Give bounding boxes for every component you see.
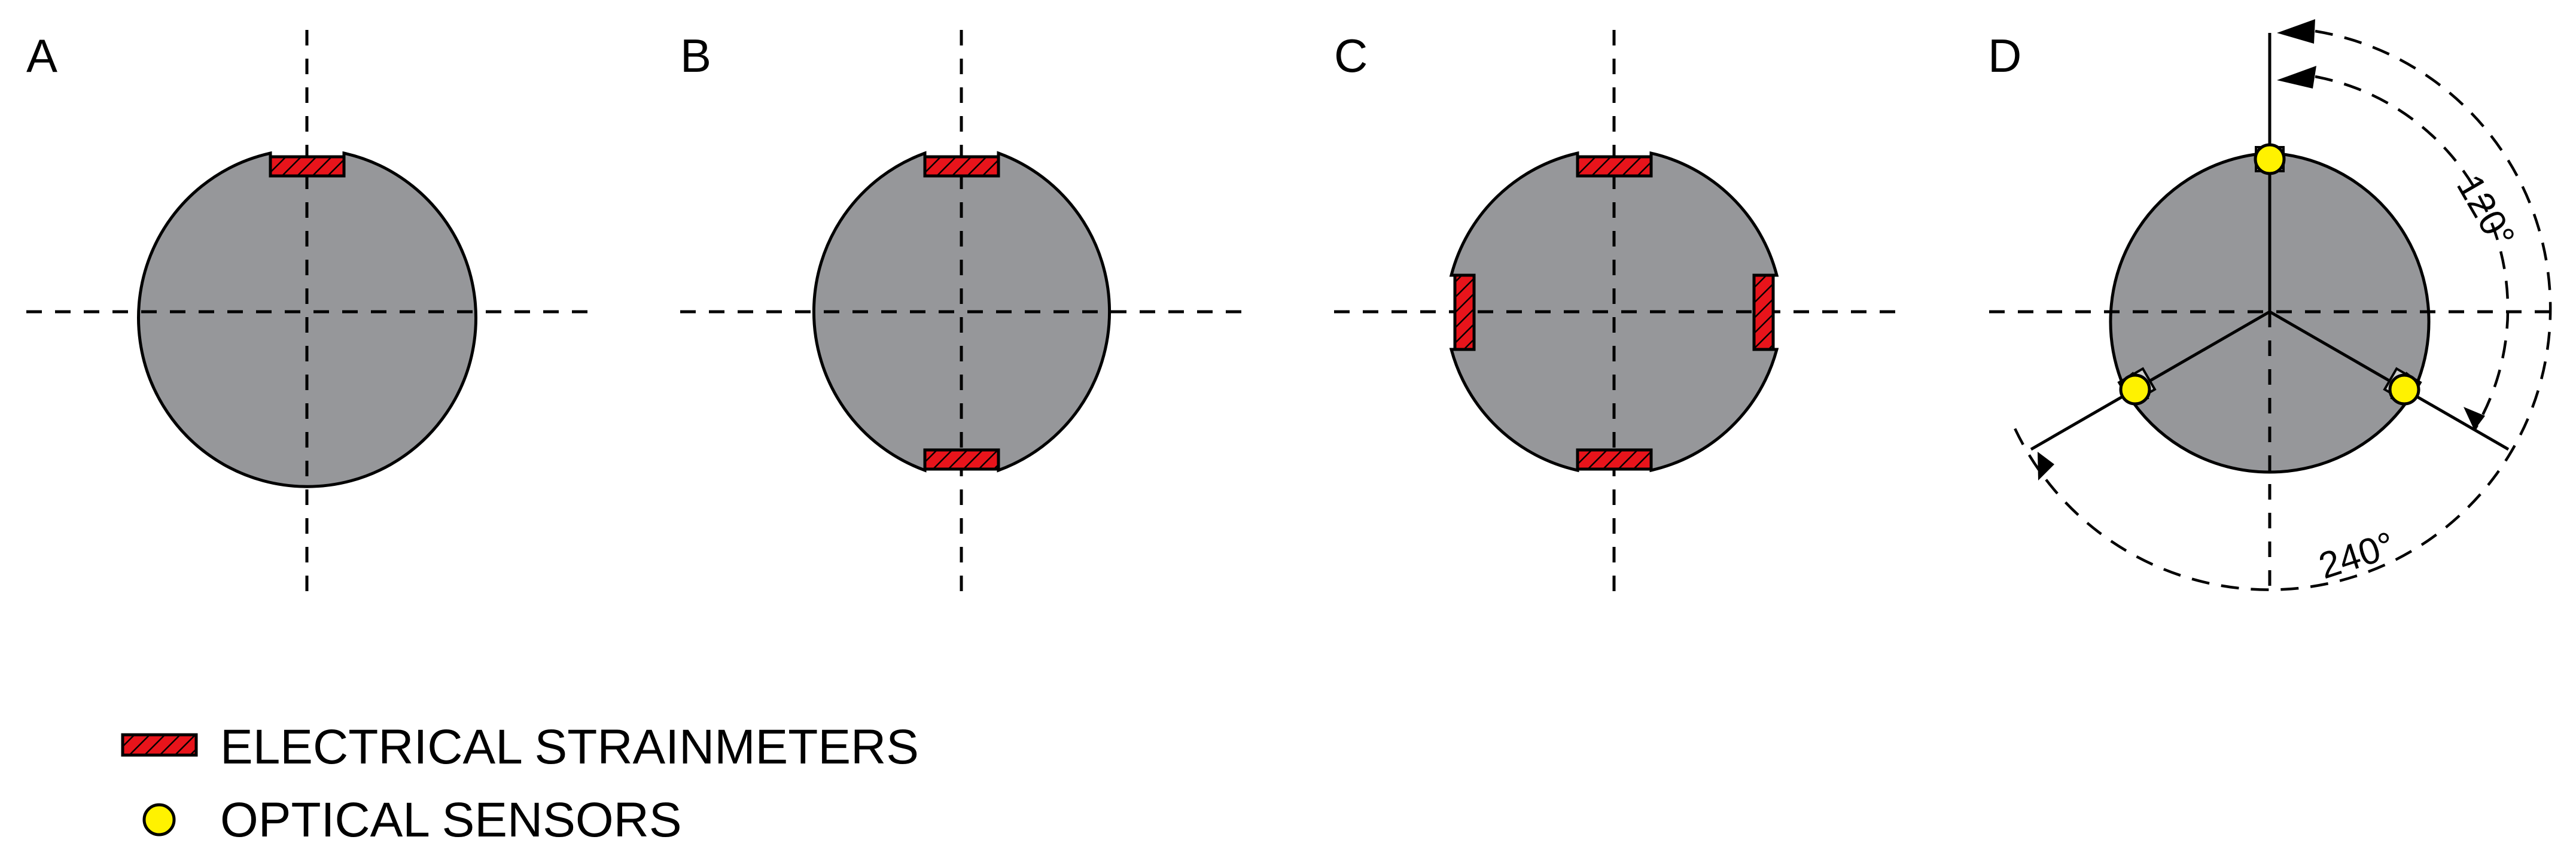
panel-d: D 120° 240° <box>1988 19 2552 592</box>
strainmeter-icon <box>269 155 346 178</box>
panel-label-d: D <box>1988 29 2021 82</box>
legend: ELECTRICAL STRAINMETERS OPTICAL SENSORS <box>121 720 919 847</box>
legend-strainmeters-label: ELECTRICAL STRAINMETERS <box>220 720 919 774</box>
panel-label-c: C <box>1334 29 1368 82</box>
strainmeter-icon <box>1576 448 1653 471</box>
arrowhead <box>2277 19 2315 44</box>
arrowhead <box>2277 66 2316 89</box>
strainmeter-icon <box>923 448 1000 471</box>
arrowhead <box>2038 452 2054 480</box>
legend-strainmeter-icon <box>121 733 198 757</box>
strainmeter-icon <box>923 155 1000 178</box>
cross-section-body <box>1449 151 1779 473</box>
angle-label-120: 120° <box>2449 168 2523 255</box>
optical-sensor-icon <box>2119 373 2151 406</box>
legend-sensors-label: OPTICAL SENSORS <box>220 793 682 847</box>
panel-b: B <box>680 29 1244 592</box>
panel-c: C <box>1334 29 1898 592</box>
strainmeter-icon <box>1752 273 1775 351</box>
arrowhead <box>2464 407 2485 430</box>
strainmeter-icon <box>1453 273 1476 351</box>
dimension-arc-240 <box>2013 29 2552 591</box>
panel-label-a: A <box>26 29 57 82</box>
optical-sensor-icon <box>2388 373 2420 406</box>
panel-label-b: B <box>680 29 711 82</box>
dimension-arc-120 <box>2315 75 2510 431</box>
angle-label-240: 240° <box>2314 524 2400 587</box>
optical-sensor-icon <box>2254 143 2286 175</box>
strainmeter-icon <box>1576 155 1653 178</box>
legend-sensor-icon <box>142 803 176 836</box>
panel-a: A <box>26 29 591 592</box>
